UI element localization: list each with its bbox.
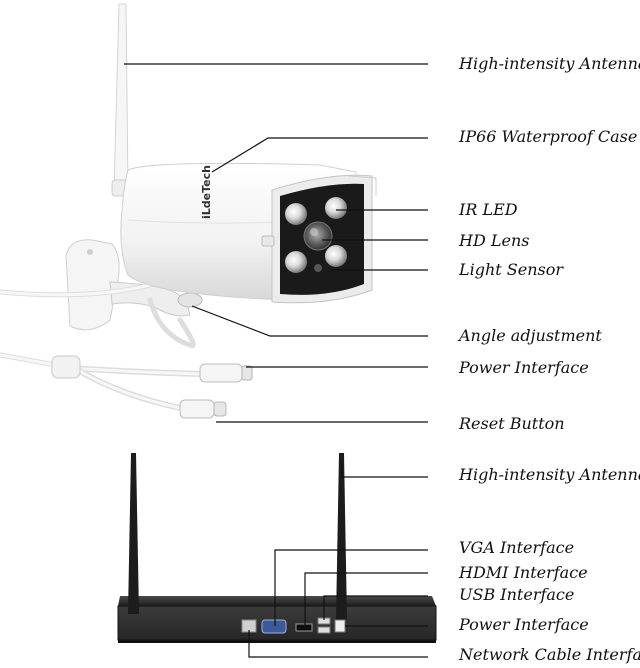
leader-lines xyxy=(124,63,428,658)
label-waterproof-case: IP66 Waterproof Case xyxy=(459,127,638,146)
label-camera-antenna: High-intensity Antenna xyxy=(459,54,640,73)
hdmi-port-icon xyxy=(295,623,313,632)
leader-line xyxy=(304,572,428,628)
label-hd-lens: HD Lens xyxy=(459,231,530,250)
label-hdmi: HDMI Interface xyxy=(459,563,588,582)
leader-line xyxy=(211,137,428,173)
camera-front xyxy=(261,174,377,304)
label-nvr-antenna: High-intensity Antenna xyxy=(459,465,640,484)
cable-splitter xyxy=(51,355,81,379)
camera-antenna xyxy=(111,3,131,197)
label-nvr-power: Power Interface xyxy=(459,615,589,634)
brand-logo: iLdeTech xyxy=(200,165,213,219)
label-network-cable: Network Cable Interface xyxy=(459,645,640,664)
leader-line xyxy=(323,595,428,620)
label-ir-led: IR LED xyxy=(459,200,518,219)
label-reset-button: Reset Button xyxy=(459,414,565,433)
leader-line xyxy=(191,305,428,337)
power-port-icon xyxy=(334,619,346,633)
ir-led-icon xyxy=(285,197,347,273)
label-camera-power: Power Interface xyxy=(459,358,589,377)
leader-line xyxy=(341,463,428,478)
vga-port-icon xyxy=(261,619,287,634)
nvr-recorder xyxy=(117,453,437,643)
nvr-antenna-right xyxy=(336,453,347,620)
reset-button-cable xyxy=(179,399,227,419)
label-usb: USB Interface xyxy=(459,585,575,604)
leader-line xyxy=(248,630,428,658)
power-connector xyxy=(199,363,253,383)
label-angle-adjustment: Angle adjustment xyxy=(459,326,602,345)
cables xyxy=(0,282,203,411)
label-vga: VGA Interface xyxy=(459,538,575,557)
leader-line xyxy=(274,549,428,626)
hd-lens-icon xyxy=(303,221,333,251)
label-light-sensor: Light Sensor xyxy=(459,260,564,279)
light-sensor-icon xyxy=(314,264,322,272)
nvr-antenna-left xyxy=(128,453,139,614)
